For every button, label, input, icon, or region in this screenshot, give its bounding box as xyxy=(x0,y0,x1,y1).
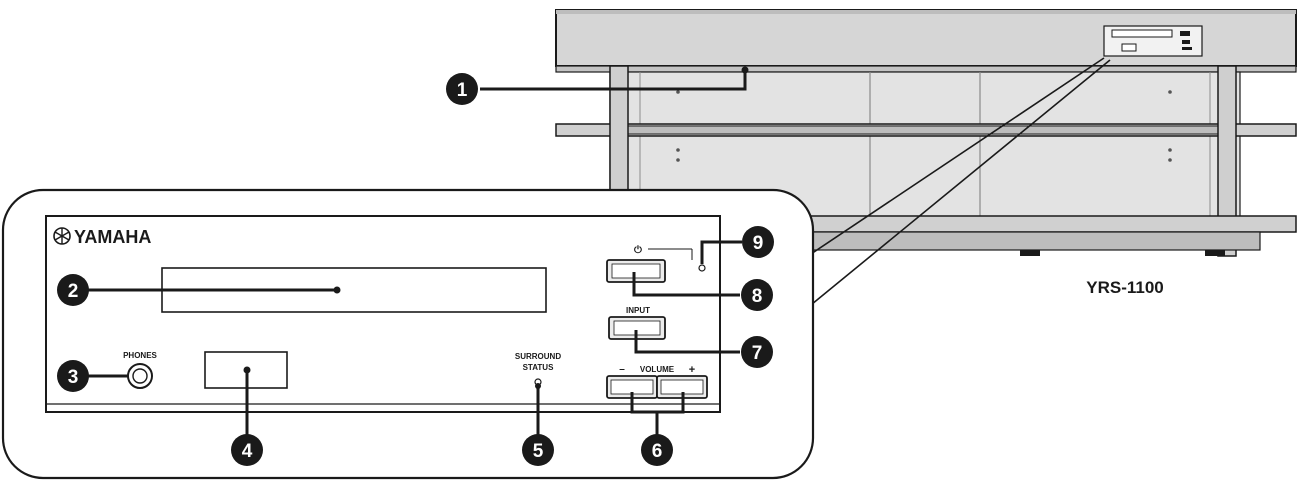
model-label: YRS-1100 xyxy=(1086,278,1164,297)
svg-text:8: 8 xyxy=(752,286,763,307)
input-label: INPUT xyxy=(626,306,650,315)
volume-plus-label: + xyxy=(689,364,695,376)
callout-3: 3 xyxy=(57,360,89,392)
yamaha-logo: YAMAHA xyxy=(53,227,151,247)
callout-9: 9 xyxy=(742,226,774,258)
svg-text:2: 2 xyxy=(68,281,79,302)
svg-text:4: 4 xyxy=(242,441,253,462)
svg-text:5: 5 xyxy=(533,441,544,462)
phones-label: PHONES xyxy=(123,351,157,360)
svg-text:3: 3 xyxy=(68,367,79,388)
brand-name: YAMAHA xyxy=(74,227,151,247)
surround-label-line1: SURROUND xyxy=(515,352,561,361)
zoom-line-top xyxy=(789,57,1105,269)
callout-7: 7 xyxy=(741,336,773,368)
callout-leader-dots xyxy=(243,66,749,389)
svg-text:7: 7 xyxy=(752,343,763,364)
callout-1: 1 xyxy=(446,73,478,105)
rack-leg-right xyxy=(1217,65,1237,257)
zoom-line-bottom xyxy=(794,59,1111,319)
surround-label-line2: STATUS xyxy=(523,363,554,372)
svg-text:1: 1 xyxy=(457,80,468,101)
tv-stand-illustration xyxy=(555,9,1297,257)
callout-6: 6 xyxy=(641,434,673,466)
power-indicator xyxy=(698,264,706,272)
callout-5: 5 xyxy=(522,434,554,466)
callout-2: 2 xyxy=(57,274,89,306)
svg-text:9: 9 xyxy=(753,233,764,254)
callout-4: 4 xyxy=(231,434,263,466)
callout-8: 8 xyxy=(741,279,773,311)
svg-text:6: 6 xyxy=(652,441,663,462)
power-symbol: ⏻ xyxy=(634,244,642,256)
volume-minus-label: – xyxy=(619,364,625,375)
callout-leaders xyxy=(87,70,747,436)
volume-label: VOLUME xyxy=(640,365,675,374)
